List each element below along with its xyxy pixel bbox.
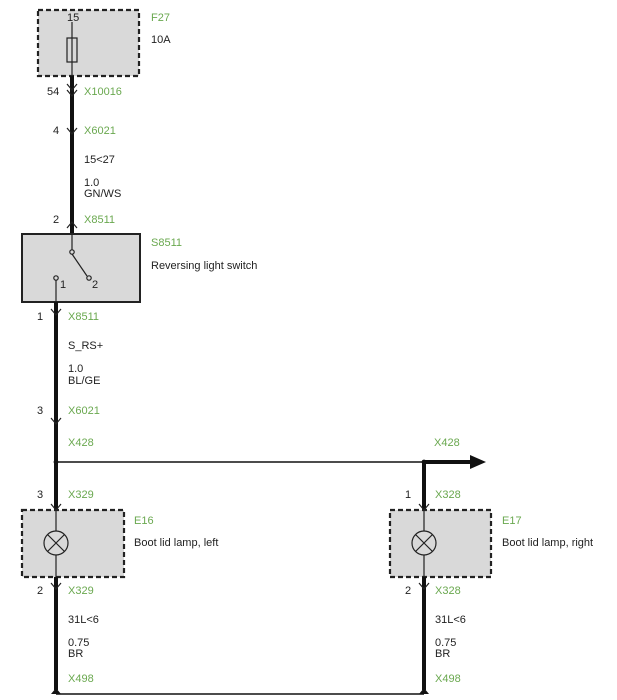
wire-left-bottom-signal: 31L<6 (68, 614, 99, 626)
fuse-box (36, 8, 141, 78)
connector-mark-x6021-top (66, 127, 78, 135)
switch-label: Reversing light switch (151, 260, 257, 272)
x8511-top-pin: 2 (53, 214, 59, 226)
wire-right-bottom-size: 0.75 (435, 637, 456, 649)
ground-mark-right (419, 688, 429, 694)
x6021-top-label: X6021 (84, 125, 116, 137)
arrow-right-icon (470, 455, 486, 469)
x8511-top-label: X8511 (84, 214, 115, 226)
connector-mark-x6021-bottom (50, 417, 62, 425)
wire-left-bottom-color: BR (68, 648, 83, 660)
x8511-bottom-pin: 1 (37, 311, 43, 323)
lamp-right-id: E17 (502, 515, 522, 527)
fuse-pin: 15 (67, 12, 79, 24)
x328-bottom-pin: 2 (405, 585, 411, 597)
wire-top-size: 1.0 (84, 177, 99, 189)
x329-top-pin: 3 (37, 489, 43, 501)
connector-mark-x328-bottom (418, 582, 430, 590)
x6021-bottom-label: X6021 (68, 405, 100, 417)
wire-left-bottom-size: 0.75 (68, 637, 89, 649)
wire-right-bottom-color: BR (435, 648, 450, 660)
x10016-label: X10016 (84, 86, 122, 98)
fuse-id: F27 (151, 12, 170, 24)
x329-bottom-pin: 2 (37, 585, 43, 597)
lamp-left-cross (47, 534, 65, 552)
lamp-left-label: Boot lid lamp, left (134, 537, 218, 549)
x328-bottom-label: X328 (435, 585, 461, 597)
x329-bottom-label: X329 (68, 585, 94, 597)
lamp-right-label: Boot lid lamp, right (502, 537, 593, 549)
lamp-right-box (388, 508, 493, 579)
x8511-bottom-label: X8511 (68, 311, 99, 323)
lamp-left-id: E16 (134, 515, 154, 527)
x10016-pin: 54 (47, 86, 59, 98)
connector-mark-x329-bottom (50, 582, 62, 590)
wire-top-signal: 15<27 (84, 154, 115, 166)
wire-mid-color: BL/GE (68, 375, 100, 387)
x428-left-label: X428 (68, 437, 94, 449)
lamp-left-box (20, 508, 126, 579)
ground-mark-left (51, 688, 61, 694)
x428-right-label: X428 (434, 437, 460, 449)
switch-pin-right: 2 (92, 279, 98, 291)
wire-mid-signal: S_RS+ (68, 340, 103, 352)
connector-mark-x8511-bottom (50, 308, 62, 316)
x6021-bottom-pin: 3 (37, 405, 43, 417)
x6021-top-pin: 4 (53, 125, 59, 137)
connector-mark-x10016 (66, 83, 78, 97)
x329-top-label: X329 (68, 489, 94, 501)
wire-right-bottom-signal: 31L<6 (435, 614, 466, 626)
switch-id: S8511 (151, 237, 182, 249)
fuse-rating: 10A (151, 34, 171, 46)
switch-pin-left: 1 (60, 279, 66, 291)
switch-lever (71, 253, 88, 277)
x498-left-label: X498 (68, 673, 94, 685)
x498-right-label: X498 (435, 673, 461, 685)
wire-top-color: GN/WS (84, 188, 121, 200)
lamp-right-cross (415, 534, 433, 552)
connector-mark-x8511-top (66, 221, 78, 229)
wire-mid-size: 1.0 (68, 363, 83, 375)
x328-top-pin: 1 (405, 489, 411, 501)
switch-contact-right (86, 275, 92, 281)
x328-top-label: X328 (435, 489, 461, 501)
